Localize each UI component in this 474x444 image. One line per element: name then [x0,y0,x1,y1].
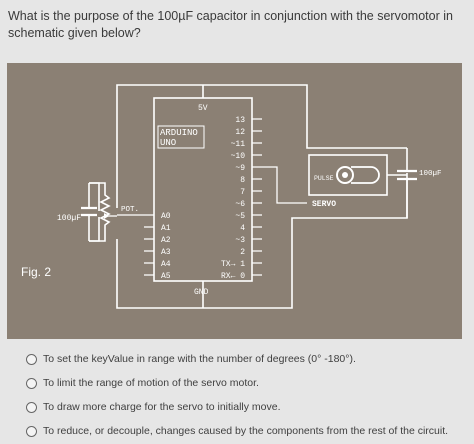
servo-gear-icon [336,166,354,184]
schematic-figure: ARDUINO UNO 5V GND 13 12 ~11 ~10 ~9 8 7 … [7,63,462,339]
ground-label: GND [194,288,209,297]
pot-label: POT. [121,206,139,214]
answer-text: To limit the range of motion of the serv… [43,377,259,389]
answer-option-2[interactable]: To limit the range of motion of the serv… [0,371,474,395]
chip-name-line2: UNO [160,138,176,148]
servo-label: SERVO [312,200,336,209]
supply-label: 5V [198,104,208,113]
chip-name-line1: ARDUINO [160,128,198,138]
left-cap-wire [89,182,100,242]
right-pin-label: ~10 [231,152,246,161]
right-pin-label: ~5 [235,212,245,221]
right-pin-label: TX→ 1 [221,260,245,269]
pulse-label: PULSE [314,175,334,182]
right-pin-label: ~11 [231,140,246,149]
radio-icon[interactable] [26,401,37,413]
right-pin-label: RX← 0 [221,272,245,281]
answer-text: To draw more charge for the servo to ini… [43,401,281,413]
radio-icon[interactable] [26,425,37,437]
question-text: What is the purpose of the 100µF capacit… [8,9,453,40]
arduino-label-box [157,125,205,149]
right-pin-label: 2 [240,248,245,257]
left-pin-label: A1 [161,224,171,233]
right-pin-label: 4 [240,224,245,233]
right-pin-label: ~6 [235,200,245,209]
left-pin-label: A4 [161,260,171,269]
answer-text: To set the keyValue in range with the nu… [43,353,356,365]
left-pin-label: A3 [161,248,171,257]
right-pin-label: ~9 [235,164,245,173]
power-rail [116,84,407,208]
left-capacitor [81,206,97,217]
left-pin-label: A2 [161,236,171,245]
left-pin-label: A5 [161,272,171,281]
right-capacitor [397,169,417,181]
left-pin-label: A0 [161,212,171,221]
right-pin-label: 12 [235,128,245,137]
potentiometer [89,182,111,242]
left-cap-label: 100µF [57,214,81,223]
figure-label: Fig. 2 [21,265,51,279]
answer-option-1[interactable]: To set the keyValue in range with the nu… [0,347,474,371]
answer-option-3[interactable]: To draw more charge for the servo to ini… [0,395,474,419]
right-pin-label: 8 [240,176,245,185]
answer-options: To set the keyValue in range with the nu… [0,347,474,443]
right-pin-label: ~3 [235,236,245,245]
radio-icon[interactable] [26,353,37,365]
schematic-diagram: ARDUINO UNO 5V GND 13 12 ~11 ~10 ~9 8 7 … [21,84,442,309]
answer-text: To reduce, or decouple, changes caused b… [43,425,449,437]
right-pin-label: 7 [240,188,245,197]
answer-option-4[interactable]: To reduce, or decouple, changes caused b… [0,419,474,443]
right-cap-label: 100µF [419,170,442,178]
radio-icon[interactable] [26,377,37,389]
right-pin-label: 13 [235,116,245,125]
